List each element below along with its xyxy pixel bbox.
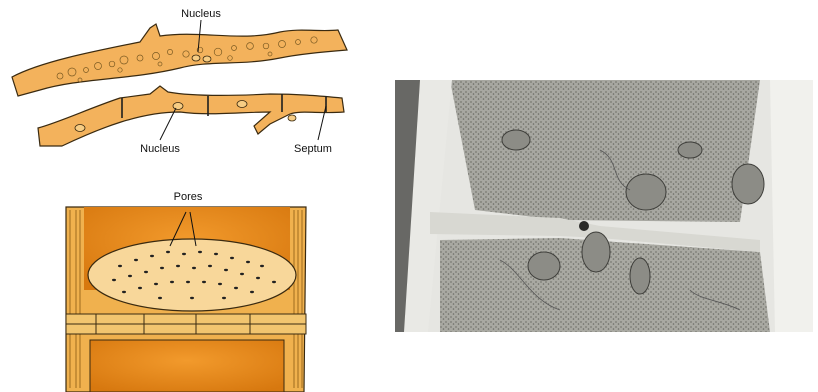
nucleus-top-label: Nucleus [181, 8, 221, 20]
pore-plate [88, 239, 296, 311]
aseptate-hypha: Nucleus [12, 8, 347, 96]
septate-hypha: Nucleus Septum [38, 86, 344, 155]
nucleus-bottom-label: Nucleus [140, 143, 180, 155]
septum-pore-illustration: Pores [66, 191, 306, 392]
nucleus-top-marker [192, 55, 200, 61]
nucleus-bottom-marker [173, 103, 183, 110]
electron-micrograph-image [395, 80, 813, 332]
septum-label: Septum [294, 143, 332, 155]
pores-label: Pores [174, 191, 203, 203]
